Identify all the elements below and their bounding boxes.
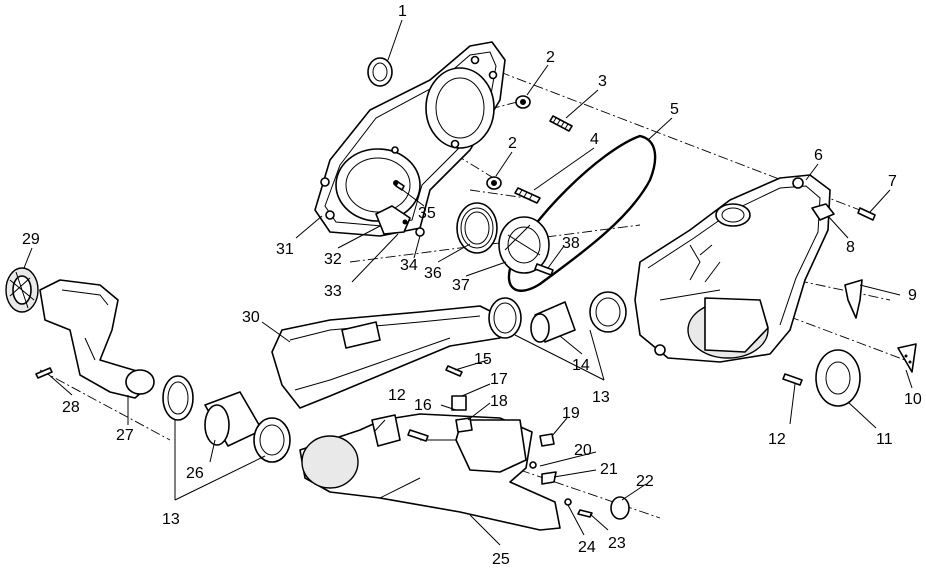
outer-clutch-cover (634, 174, 831, 363)
callout-27: 27 (116, 427, 134, 444)
callout-3: 3 (598, 73, 607, 90)
callout-6: 6 (814, 147, 823, 164)
callout-15: 15 (474, 351, 492, 368)
screw-15 (445, 365, 463, 377)
bearing-ring (456, 202, 498, 254)
callout-38: 38 (562, 235, 580, 252)
seal-ring (367, 57, 393, 87)
callout-26: 26 (186, 465, 204, 482)
bolt-lower (514, 187, 541, 204)
callout-11: 11 (876, 431, 893, 448)
grommet-20 (529, 461, 537, 469)
callout-12-right: 12 (768, 431, 786, 448)
callout-25: 25 (492, 551, 510, 568)
callout-34: 34 (400, 257, 418, 274)
callout-13-upper: 13 (592, 389, 610, 406)
callout-10: 10 (904, 391, 922, 408)
screw-7 (857, 207, 876, 221)
intake-duct (271, 305, 501, 409)
callout-30: 30 (242, 309, 260, 326)
clamp-lower-b (253, 417, 291, 463)
callout-23: 23 (608, 535, 626, 552)
clip-21 (541, 471, 557, 485)
callout-22: 22 (636, 473, 654, 490)
callout-29: 29 (22, 231, 40, 248)
decal-9 (844, 279, 863, 319)
callout-31: 31 (276, 241, 294, 258)
callout-24: 24 (578, 539, 596, 556)
callout-37: 37 (452, 277, 470, 294)
callout-2-lower: 2 (508, 135, 517, 152)
leader-lines (23, 19, 913, 546)
callout-labels: 1 2 3 2 4 5 6 7 8 9 10 11 12 13 14 15 16… (22, 3, 922, 568)
nut-34 (415, 227, 425, 237)
filter-screen (5, 267, 39, 313)
seal-ring-inner (372, 62, 388, 82)
callout-21: 21 (600, 461, 618, 478)
bolt-12-right (782, 373, 803, 386)
bolt-12-lower (407, 429, 429, 442)
callout-18: 18 (490, 393, 508, 410)
callout-19: 19 (562, 405, 580, 422)
bolt-38 (534, 263, 554, 276)
callout-16: 16 (414, 397, 432, 414)
callout-5: 5 (670, 101, 679, 118)
callout-4: 4 (590, 131, 599, 148)
decal-10 (897, 343, 917, 373)
callout-32: 32 (324, 251, 342, 268)
cap-16 (451, 395, 467, 411)
callout-12-lower: 12 (388, 387, 406, 404)
screw-23 (577, 509, 593, 518)
elbow-duct (39, 279, 155, 399)
callout-33: 33 (324, 283, 342, 300)
callout-2-upper: 2 (546, 49, 555, 66)
drive-belt (507, 134, 657, 292)
callout-9: 9 (908, 287, 917, 304)
callout-1: 1 (398, 3, 407, 20)
seal-11 (815, 349, 861, 407)
washer-24 (564, 498, 572, 506)
callout-7: 7 (888, 173, 897, 190)
callout-13-lower: 13 (162, 511, 180, 528)
callout-36: 36 (424, 265, 442, 282)
callout-20: 20 (574, 442, 592, 459)
lower-housing (299, 413, 561, 531)
plug-19 (539, 433, 555, 447)
ring-22 (610, 496, 630, 520)
callout-8: 8 (846, 239, 855, 256)
callout-35: 35 (418, 205, 436, 222)
inner-cover-plate (314, 41, 506, 237)
fitting-18 (455, 417, 473, 433)
callout-28: 28 (62, 399, 80, 416)
callout-14: 14 (572, 357, 590, 374)
bolt-upper (549, 115, 573, 132)
screw-28 (35, 367, 53, 379)
callout-17: 17 (490, 371, 508, 388)
